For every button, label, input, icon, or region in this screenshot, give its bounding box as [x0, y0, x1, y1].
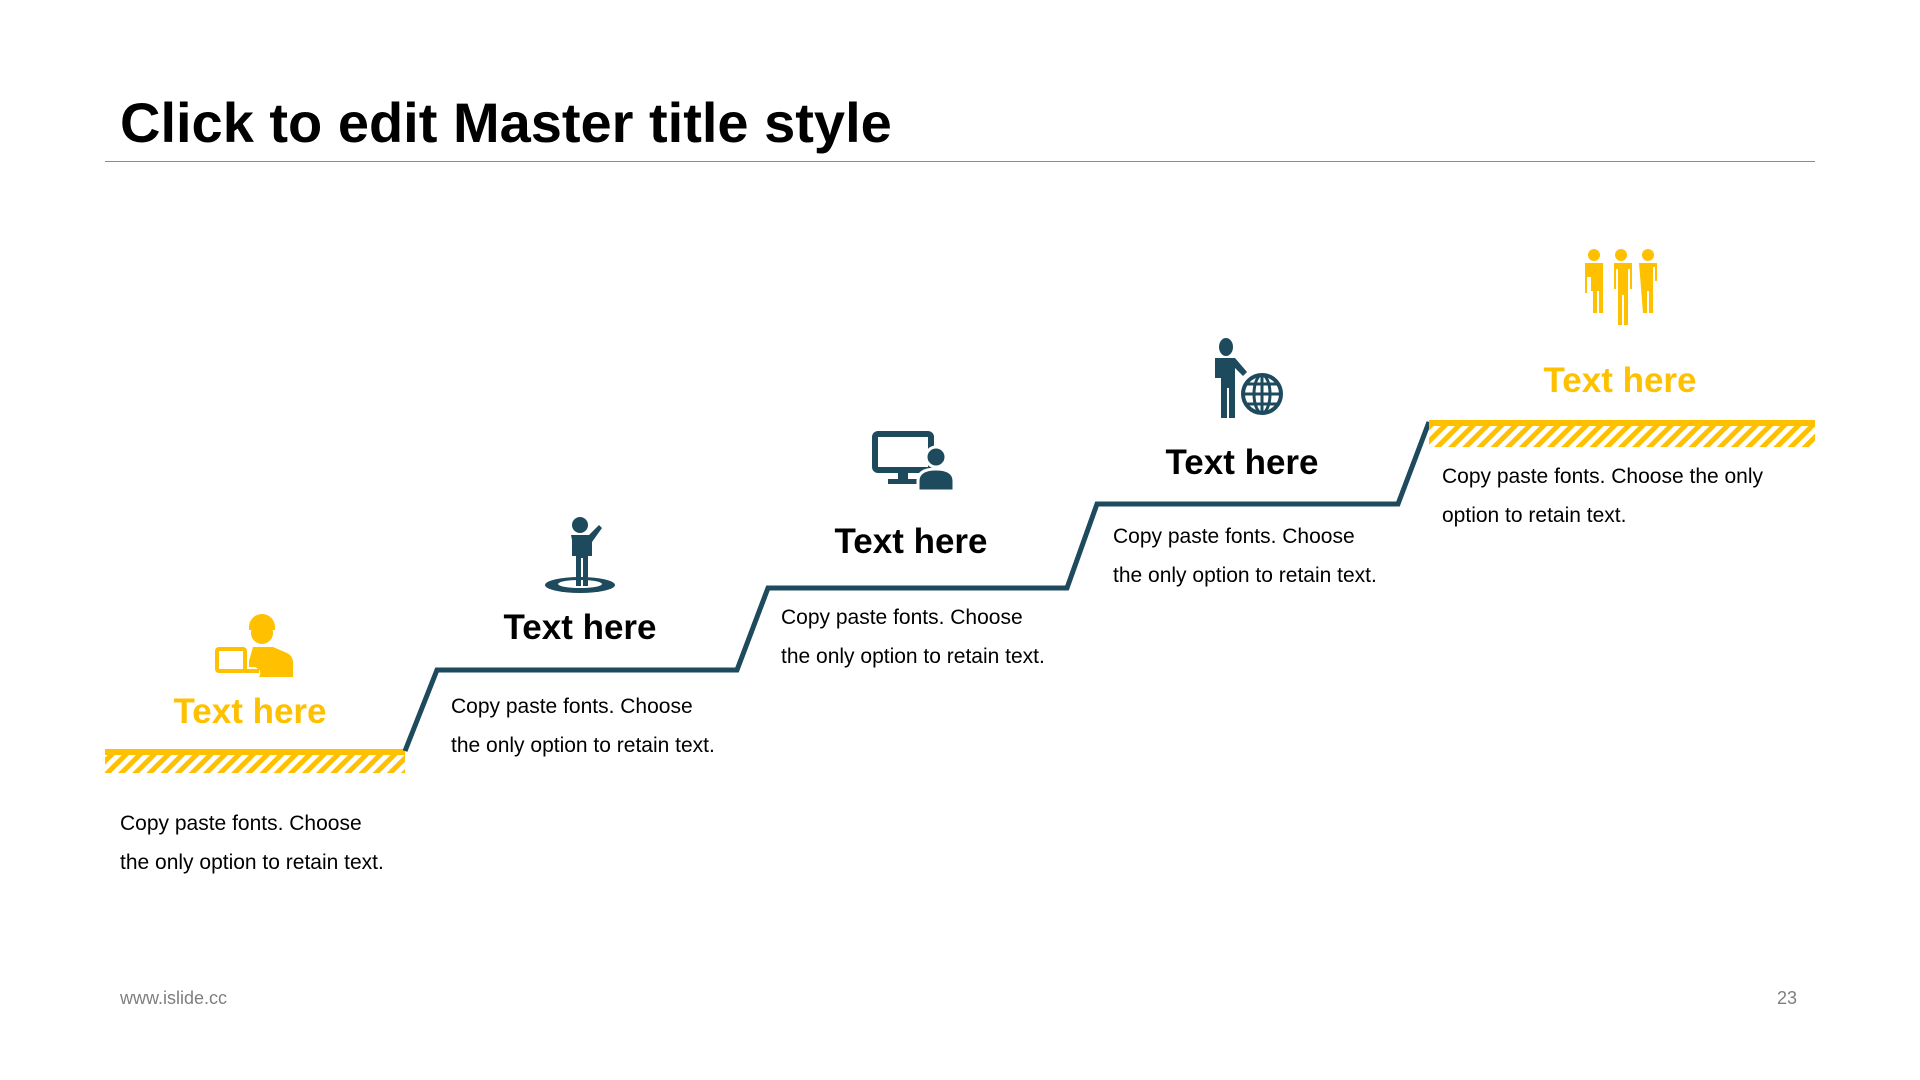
monitor-user-icon	[872, 431, 954, 491]
step-2-line-2: the only option to retain text.	[451, 734, 715, 757]
step-4-line-1: Copy paste fonts. Choose	[1113, 525, 1355, 548]
step-2-line-1: Copy paste fonts. Choose	[451, 695, 693, 718]
step-1-heading: Text here	[173, 692, 327, 731]
team-icon	[1585, 249, 1657, 325]
step-4-heading: Text here	[1165, 443, 1319, 482]
slide-title: Click to edit Master title style	[120, 91, 892, 154]
step-4-line-2: the only option to retain text.	[1113, 564, 1377, 587]
footer-url: www.islide.cc	[120, 988, 228, 1008]
presenter-icon	[545, 517, 615, 593]
step-1-line-1: Copy paste fonts. Choose	[120, 812, 362, 835]
step-5-platform	[1429, 420, 1815, 447]
page-number: 23	[1777, 988, 1798, 1008]
step-3-heading: Text here	[834, 522, 988, 561]
step-4-description: Copy paste fonts. Choose the only option…	[1113, 517, 1377, 595]
step-1-platform	[105, 749, 405, 773]
businessman-globe-icon	[1215, 338, 1283, 418]
step-1-line-2: the only option to retain text.	[120, 851, 384, 874]
step-2-heading: Text here	[503, 608, 657, 647]
step-5-description: Copy paste fonts. Choose the only option…	[1442, 457, 1763, 535]
title-divider	[105, 161, 1815, 162]
step-5-line-2: option to retain text.	[1442, 504, 1627, 527]
staircase-line	[402, 421, 1432, 752]
step-3-line-2: the only option to retain text.	[781, 645, 1045, 668]
step-3-line-1: Copy paste fonts. Choose	[781, 606, 1023, 629]
step-2-description: Copy paste fonts. Choose the only option…	[451, 687, 715, 765]
step-1-description: Copy paste fonts. Choose the only option…	[120, 804, 384, 882]
step-5-line-1: Copy paste fonts. Choose the only	[1442, 465, 1764, 488]
step-5-heading: Text here	[1543, 361, 1697, 400]
worker-laptop-icon	[215, 614, 293, 677]
step-3-description: Copy paste fonts. Choose the only option…	[781, 598, 1045, 676]
